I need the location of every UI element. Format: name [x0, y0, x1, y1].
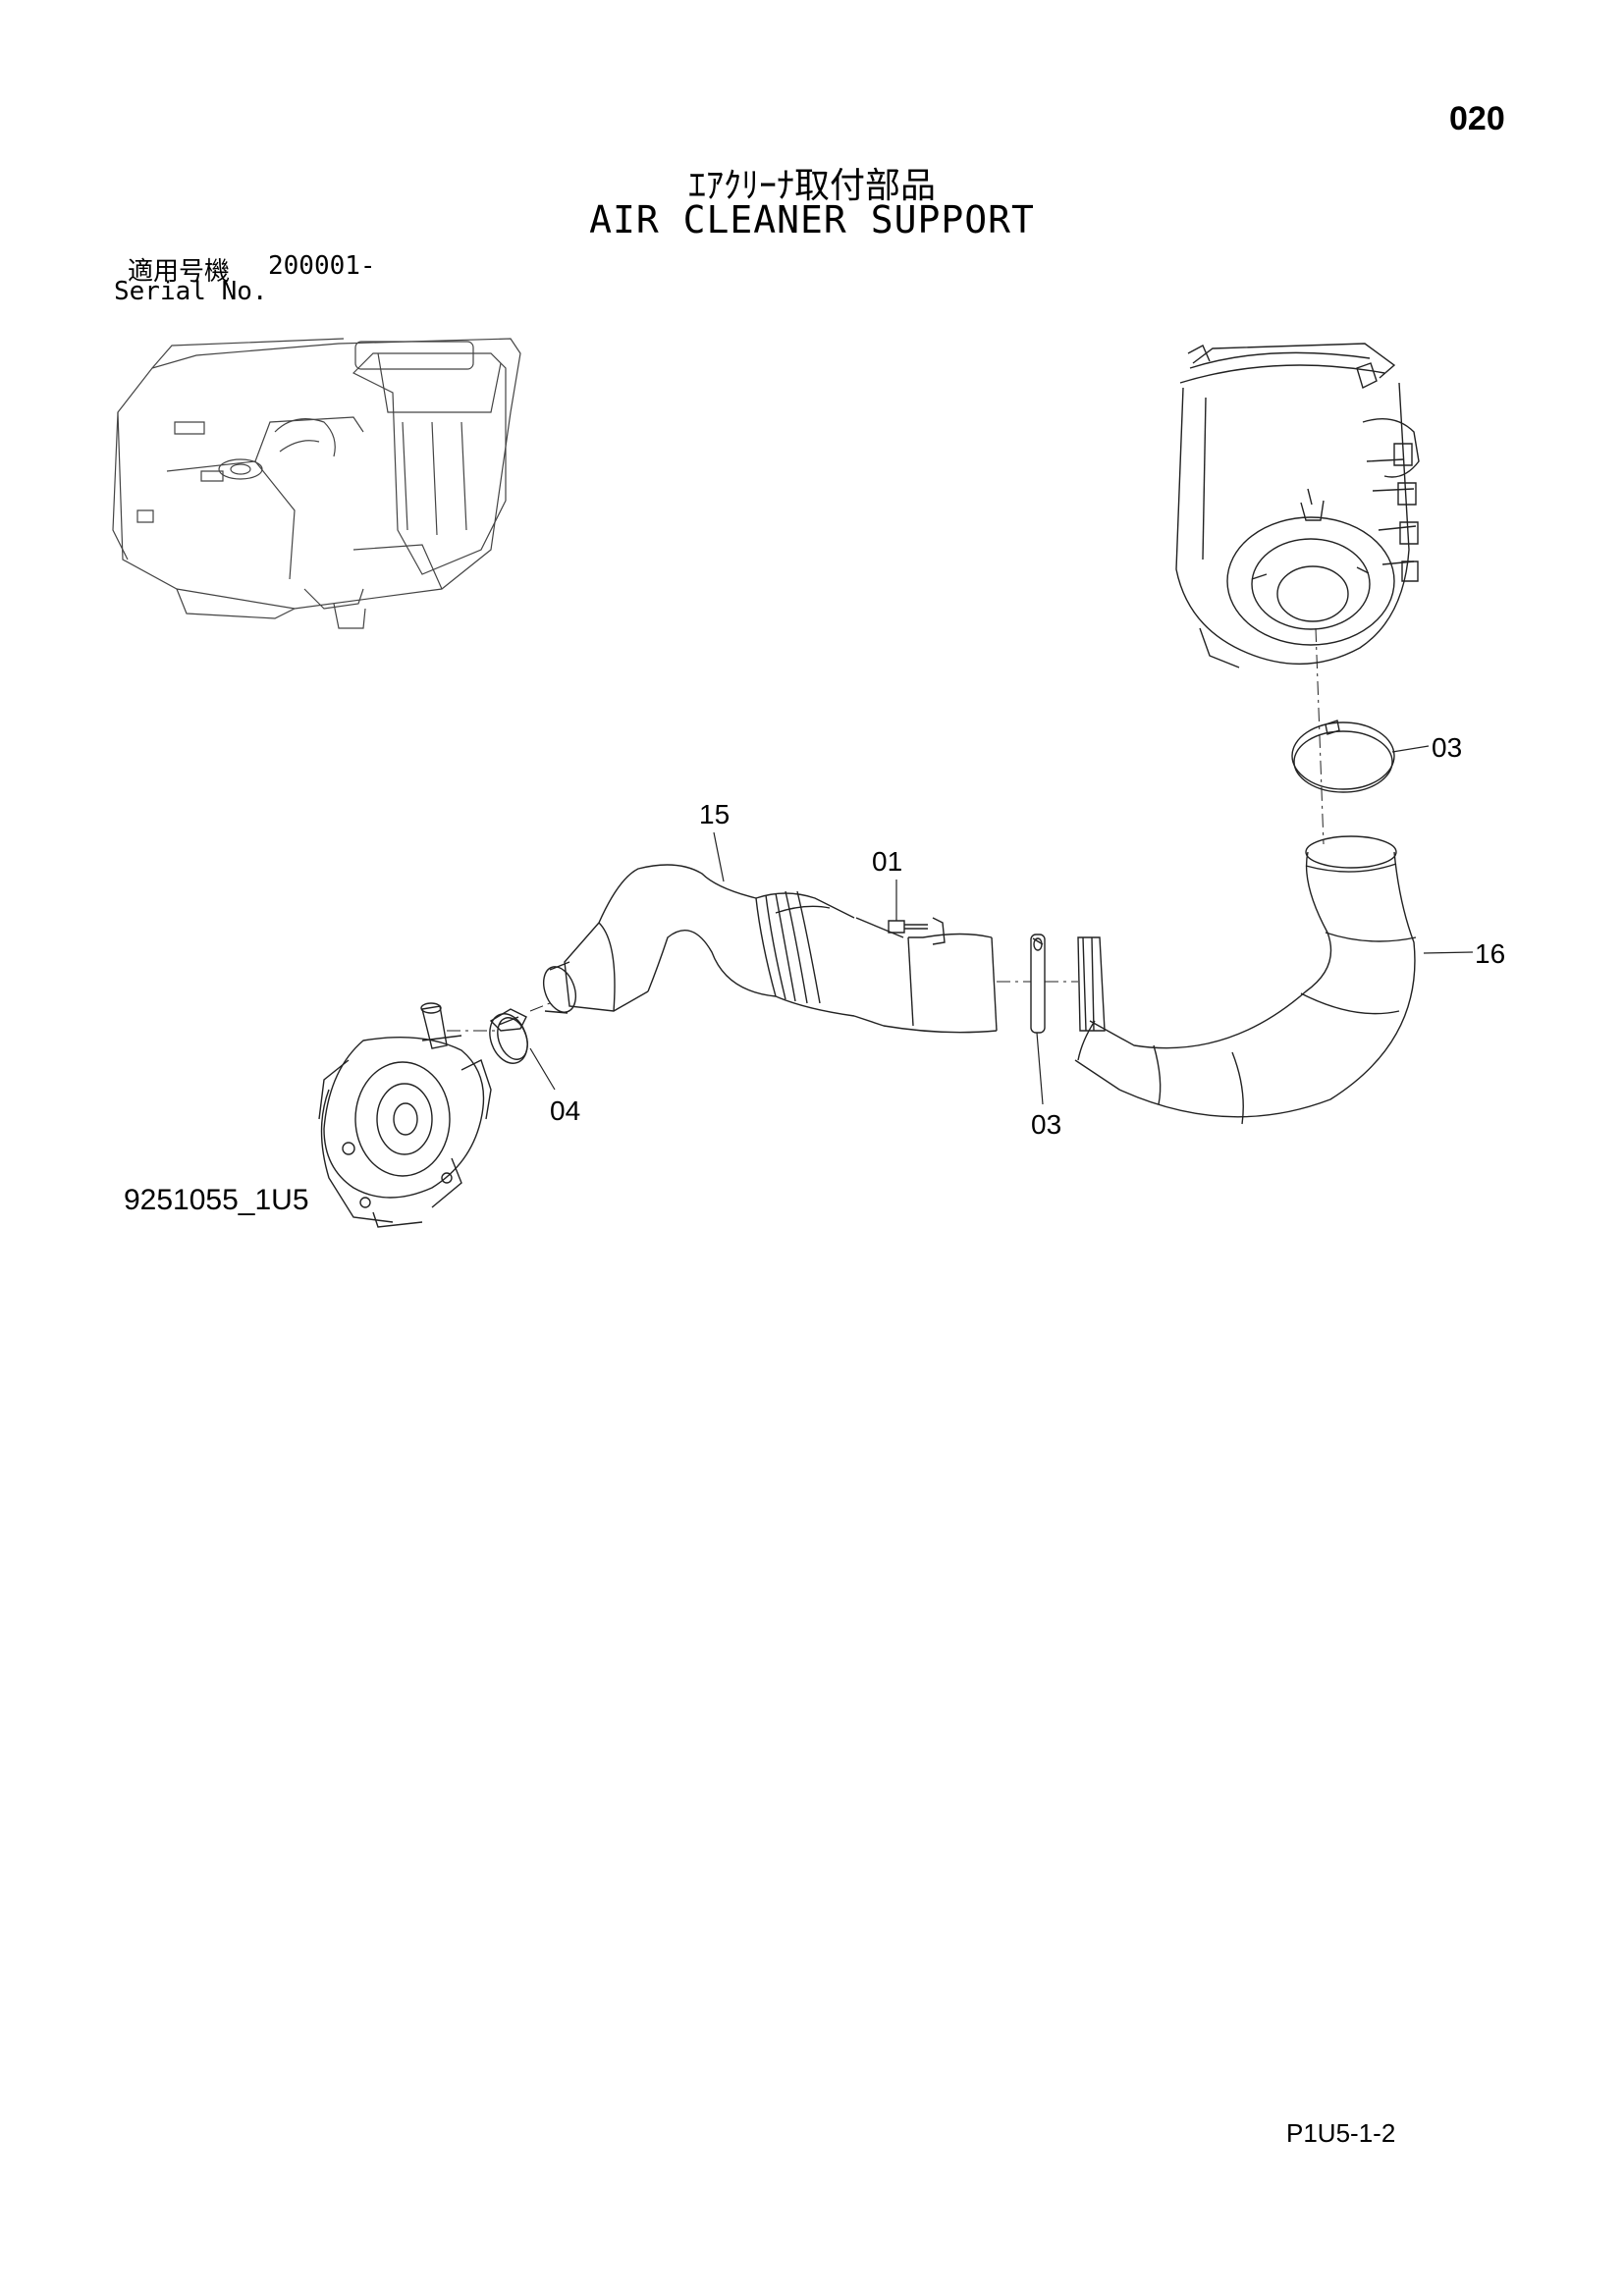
- callout-04: 04: [550, 1095, 581, 1126]
- callout-15: 15: [699, 799, 731, 829]
- turbocharger: [319, 1003, 491, 1227]
- page-reference: P1U5-1-2: [1286, 2118, 1396, 2148]
- serial-number-value: 200001-: [268, 251, 376, 281]
- callout-03-top: 03: [1432, 732, 1463, 763]
- machine-overview-illustration: [113, 339, 520, 628]
- serial-label-japanese: 適用号機: [128, 257, 231, 287]
- callout-16: 16: [1475, 938, 1506, 969]
- bolt-01: [889, 918, 945, 944]
- page-number: 020: [1449, 100, 1505, 137]
- page-title-japanese: ｴｱｸﾘｰﾅ取付部品: [687, 166, 936, 206]
- assembly-center-line: [1316, 628, 1324, 844]
- air-duct-15: [538, 865, 997, 1033]
- callout-03-bottom: 03: [1031, 1109, 1062, 1140]
- clamp-band-middle: [1031, 934, 1045, 1033]
- assembly-lines: [447, 982, 1078, 1031]
- clamp-04: [483, 1008, 534, 1068]
- page-title: AIR CLEANER SUPPORT: [589, 198, 1035, 241]
- air-cleaner-assembly: [1176, 344, 1419, 667]
- leader-lines: [530, 746, 1473, 1104]
- serial-label: Serial No.: [114, 277, 268, 306]
- clamp-band-top: [1292, 721, 1394, 792]
- elbow-hose-16: [1075, 836, 1416, 1124]
- callout-01: 01: [872, 846, 903, 877]
- drawing-id: 9251055_1U5: [124, 1184, 309, 1216]
